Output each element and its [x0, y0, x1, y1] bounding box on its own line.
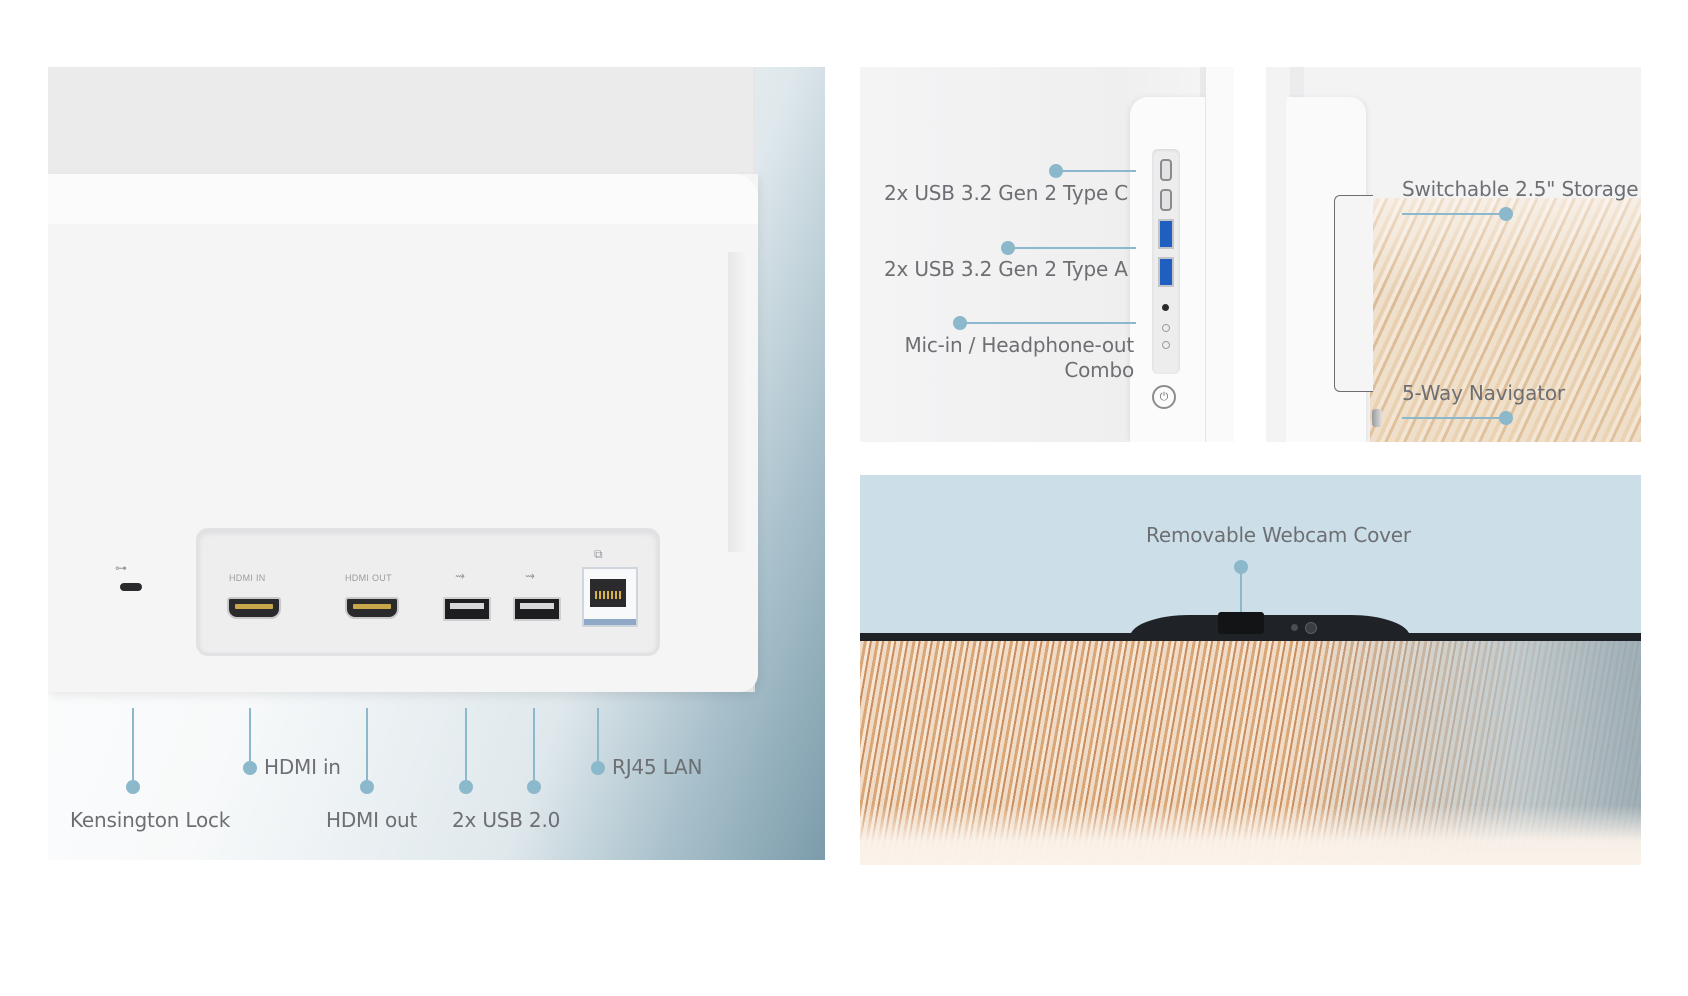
port-strip	[1152, 149, 1180, 374]
label-audio-line1: Mic-in / Headphone-out	[904, 333, 1134, 357]
callout-line-usb-2	[533, 708, 535, 780]
stand-top	[1200, 67, 1208, 102]
callout-dot-navigator	[1499, 411, 1513, 425]
callout-line-storage	[1402, 213, 1506, 215]
indicator-led-2	[1162, 341, 1170, 349]
usb-c-port-2	[1160, 189, 1172, 211]
callout-line-hdmi-in	[249, 708, 251, 762]
network-icon: ⧉	[594, 547, 603, 561]
webcam-cover	[1218, 612, 1264, 634]
label-webcam-text: Removable Webcam Cover	[1146, 523, 1411, 547]
rj45-base	[584, 619, 636, 625]
label-navigator: 5-Way Navigator	[1402, 381, 1565, 405]
callout-line-usb-a	[1008, 247, 1136, 249]
usb-c-port-1	[1160, 159, 1172, 181]
callout-line-kensington	[132, 708, 134, 780]
lock-icon: ⊶	[115, 561, 127, 575]
stand-top	[1290, 67, 1304, 102]
hdmi-in-port	[227, 597, 281, 619]
kensington-slot	[120, 583, 142, 591]
label-webcam: Removable Webcam Cover	[860, 523, 1641, 547]
callout-dot-storage	[1499, 207, 1513, 221]
label-rj45: RJ45 LAN	[612, 755, 703, 779]
label-kensington: Kensington Lock	[70, 808, 231, 832]
webcam-housing	[1130, 615, 1410, 637]
usb-icon: ⇝	[455, 569, 466, 583]
hdmi-in-print: HDMI IN	[229, 573, 266, 583]
callout-dot-rj45	[591, 761, 605, 775]
indicator-led-1	[1162, 324, 1170, 332]
usb-icon: ⇝	[525, 569, 536, 583]
side-slot	[728, 252, 748, 552]
rj45-socket	[590, 579, 626, 607]
webcam-panel: Removable Webcam Cover	[860, 475, 1641, 865]
monitor-top-shade	[48, 67, 753, 174]
label-hdmi-in: HDMI in	[264, 755, 341, 779]
audio-jack	[1162, 304, 1169, 311]
callout-line-audio	[960, 322, 1136, 324]
label-usb-c: 2x USB 3.2 Gen 2 Type C	[884, 181, 1129, 205]
callout-dot-usb-1	[459, 780, 473, 794]
hdmi-out-print: HDMI OUT	[345, 573, 392, 583]
usb-2-port-1	[443, 597, 491, 621]
monitor-edge	[1205, 67, 1234, 442]
label-storage: Switchable 2.5" Storage	[1402, 177, 1639, 201]
port-bay: HDMI IN HDMI OUT ⇝ ⇝ ⧉	[196, 528, 660, 656]
monitor-top-bezel	[860, 633, 1641, 641]
side-ports-panel: ⏻ 2x USB 3.2 Gen 2 Type C 2x USB 3.2 Gen…	[860, 67, 1234, 442]
label-audio-line2: Combo	[1064, 358, 1134, 382]
usb-a-port-2	[1158, 257, 1174, 287]
wallpaper-bottom	[860, 805, 1641, 865]
camera-lens	[1305, 622, 1317, 634]
callout-dot-usb-a	[1001, 241, 1015, 255]
navigator-knob	[1372, 409, 1382, 427]
rear-io-panel: ⊶ HDMI IN HDMI OUT ⇝ ⇝ ⧉ Kensington Lock…	[48, 67, 825, 860]
callout-line-navigator	[1402, 417, 1506, 419]
callout-dot-kensington	[126, 780, 140, 794]
label-hdmi-out: HDMI out	[326, 808, 418, 832]
camera-sensor	[1291, 624, 1298, 631]
label-usb-a: 2x USB 3.2 Gen 2 Type A	[884, 257, 1128, 281]
callout-dot-hdmi-out	[360, 780, 374, 794]
storage-navigator-panel: Switchable 2.5" Storage 5-Way Navigator	[1266, 67, 1641, 442]
callout-line-usb-c	[1056, 170, 1136, 172]
callout-line-hdmi-out	[366, 708, 368, 780]
callout-line-rj45	[597, 708, 599, 762]
wallpaper-fade	[1370, 198, 1641, 442]
monitor-housing-top	[48, 174, 758, 224]
callout-line-webcam	[1240, 567, 1242, 612]
usb-a-port-1	[1158, 219, 1174, 249]
power-icon: ⏻	[1152, 385, 1176, 409]
rj45-port	[582, 567, 638, 627]
storage-bracket	[1334, 195, 1373, 392]
callout-dot-audio	[953, 316, 967, 330]
usb-2-port-2	[513, 597, 561, 621]
callout-dot-usb-c	[1049, 164, 1063, 178]
callout-line-usb-1	[465, 708, 467, 780]
hdmi-out-port	[345, 597, 399, 619]
callout-dot-usb-2	[527, 780, 541, 794]
label-usb20: 2x USB 2.0	[452, 808, 561, 832]
callout-dot-hdmi-in	[243, 761, 257, 775]
